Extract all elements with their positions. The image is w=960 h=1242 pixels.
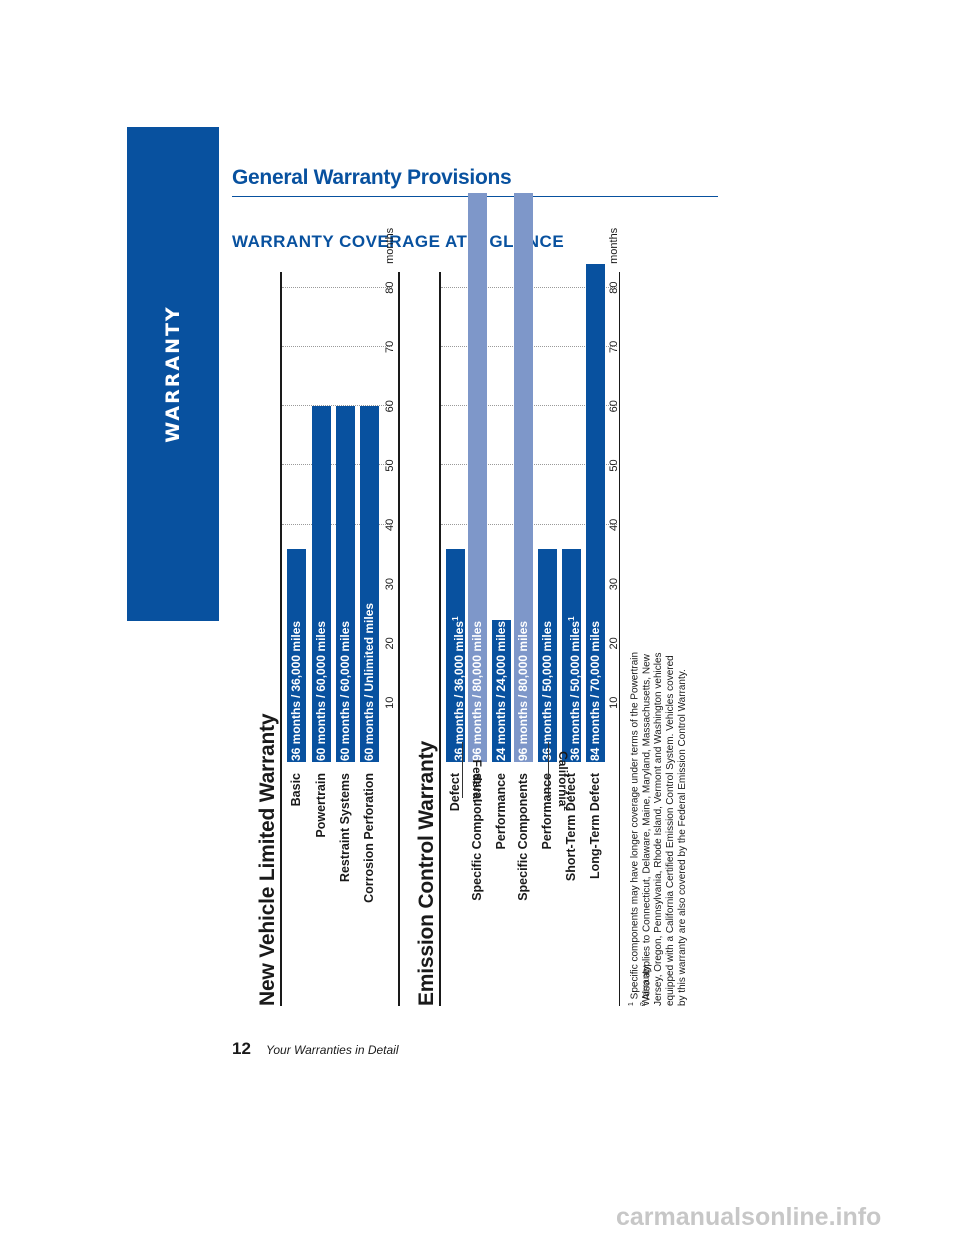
bar-miles-text: 50,000 miles bbox=[568, 620, 582, 692]
bar-separator: / bbox=[362, 694, 376, 698]
em-tick-label: 70 bbox=[608, 340, 620, 354]
footnote-marker: 2 bbox=[562, 806, 571, 811]
new-vehicle-bottom-rule bbox=[398, 272, 400, 1006]
bar-months-text: 36 months bbox=[452, 700, 466, 761]
bar-months-text: 36 months bbox=[289, 700, 303, 761]
bar-miles-text: Unlimited miles bbox=[362, 602, 376, 692]
bar-separator: / bbox=[452, 694, 466, 698]
bar-separator: / bbox=[568, 694, 582, 698]
nv-tick-label: 60 bbox=[384, 400, 396, 413]
page-footer-text: Your Warranties in Detail bbox=[266, 1043, 399, 1057]
bar-miles-text: 50,000 miles bbox=[540, 620, 554, 692]
bar-miles-text: 60,000 miles bbox=[338, 620, 352, 692]
nv-bar-text: 60 months / Unlimited miles bbox=[360, 603, 379, 761]
em-bar-text: 36 months / 50,000 miles bbox=[538, 621, 557, 761]
nv-bar-text: 60 months / 60,000 miles bbox=[312, 621, 331, 761]
em-row-label: Long-Term Defect bbox=[588, 773, 602, 880]
bar-miles-text: 80,000 miles bbox=[516, 620, 530, 692]
em-bar-text: 24 months / 24,000 miles bbox=[492, 621, 511, 761]
group-label-federal: Federal bbox=[470, 759, 484, 803]
footnote-marker: 1 bbox=[567, 616, 576, 621]
footnote-1-marker: 1 bbox=[628, 1002, 635, 1006]
footnote-2-marker: 2 bbox=[640, 1002, 647, 1006]
bar-miles-text: 60,000 miles bbox=[314, 620, 328, 692]
page-title: General Warranty Provisions bbox=[232, 166, 512, 189]
bar-separator: / bbox=[540, 694, 554, 698]
group-label-california: California2 bbox=[556, 751, 571, 811]
bar-miles-text: 36,000 miles bbox=[452, 620, 466, 692]
bar-months-text: 24 months bbox=[494, 700, 508, 761]
nv-tick-label: 80 bbox=[384, 281, 396, 294]
emission-title: Emission Control Warranty bbox=[415, 741, 438, 1006]
em-tick-label: 30 bbox=[608, 577, 620, 591]
nv-tick-label: 40 bbox=[384, 518, 396, 531]
footnote-2: 2 Also applies to Connecticut, Delaware,… bbox=[638, 646, 689, 1006]
bar-separator: / bbox=[494, 694, 508, 698]
bar-months-text: 60 months bbox=[338, 700, 352, 761]
new-vehicle-title: New Vehicle Limited Warranty bbox=[256, 713, 279, 1006]
em-bar-text: 84 months / 70,000 miles bbox=[586, 621, 605, 761]
bar-separator: / bbox=[338, 694, 352, 698]
em-axis-unit: months bbox=[608, 227, 620, 264]
nv-row-label: Powertrain bbox=[314, 773, 328, 838]
bar-separator: / bbox=[588, 694, 602, 698]
bar-miles-text: 70,000 miles bbox=[588, 620, 602, 692]
page-number: 12 bbox=[232, 1039, 251, 1058]
nv-tick-label: 20 bbox=[384, 637, 396, 650]
bar-months-text: 36 months bbox=[540, 700, 554, 761]
footnote-2-text: Also applies to Connecticut, Delaware, M… bbox=[641, 652, 689, 1006]
nv-tick-label: 10 bbox=[384, 696, 396, 709]
nv-row-label: Restraint Systems bbox=[338, 773, 352, 883]
nv-tick-label: 30 bbox=[384, 577, 396, 591]
nv-bar-text: 36 months / 36,000 miles bbox=[287, 621, 306, 761]
em-tick-label: 10 bbox=[608, 696, 620, 709]
nv-tick-label: 70 bbox=[384, 340, 396, 354]
bar-separator: / bbox=[516, 694, 530, 698]
nv-row-label: Basic bbox=[289, 773, 303, 807]
nv-gridline bbox=[282, 286, 392, 288]
bar-months-text: 60 months bbox=[314, 700, 328, 761]
bar-separator: / bbox=[289, 694, 303, 698]
emission-top-rule bbox=[439, 272, 441, 1006]
em-tick-label: 80 bbox=[608, 281, 620, 294]
nv-row-label: Corrosion Perforation bbox=[362, 773, 376, 903]
nv-tick-label: 50 bbox=[384, 459, 396, 472]
bar-separator: / bbox=[470, 694, 484, 698]
em-bar-text: 36 months / 36,000 miles1 bbox=[446, 616, 466, 761]
nv-gridline bbox=[282, 345, 392, 347]
em-tick-label: 40 bbox=[608, 518, 620, 531]
bar-miles-text: 36,000 miles bbox=[289, 620, 303, 692]
bar-months-text: 84 months bbox=[588, 700, 602, 761]
side-tab: WARRANTY bbox=[127, 127, 219, 621]
new-vehicle-top-rule bbox=[280, 272, 282, 1006]
em-bar-text: 96 months / 80,000 miles bbox=[514, 621, 533, 761]
em-tick-label: 50 bbox=[608, 459, 620, 472]
watermark: carmanualsonline.info bbox=[616, 1203, 882, 1231]
nv-axis-unit: months bbox=[384, 227, 396, 264]
em-row-label: Performance bbox=[494, 773, 508, 850]
nv-bar-text: 60 months / 60,000 miles bbox=[336, 621, 355, 761]
bar-months-text: 60 months bbox=[362, 700, 376, 761]
em-tick-label: 60 bbox=[608, 400, 620, 413]
em-row-label: Defect bbox=[448, 773, 462, 812]
em-tick-label: 20 bbox=[608, 637, 620, 650]
bracket-california bbox=[548, 742, 549, 798]
footnote-marker: 1 bbox=[451, 616, 460, 621]
side-tab-label: WARRANTY bbox=[162, 305, 184, 443]
bar-months-text: 96 months bbox=[516, 700, 530, 761]
bracket-federal bbox=[462, 742, 463, 798]
em-row-label: Performance bbox=[540, 773, 554, 850]
bar-miles-text: 80,000 miles bbox=[470, 620, 484, 692]
bar-miles-text: 24,000 miles bbox=[494, 620, 508, 692]
warranty-chart-rotated: New Vehicle Limited Warranty Emission Co… bbox=[256, 192, 702, 1006]
bar-separator: / bbox=[314, 694, 328, 698]
em-row-label: Specific Components bbox=[516, 773, 530, 901]
